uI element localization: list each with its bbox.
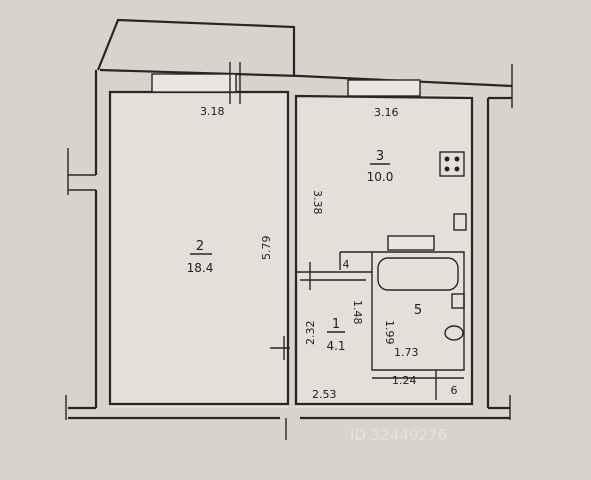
burner-3 <box>444 166 450 172</box>
stove-icon <box>439 151 465 177</box>
dim-hall-width: 2.53 <box>312 388 337 401</box>
room-2-floor <box>110 92 288 408</box>
dim-room2-length: 5.79 <box>260 236 273 261</box>
bathtub <box>377 257 459 291</box>
room-3-number: 3 <box>376 149 384 164</box>
dim-room3-depth: 3.38 <box>311 190 324 215</box>
dim-corridor-depth: 1.48 <box>351 300 364 325</box>
room-5-number: 5 <box>414 303 422 318</box>
room-6-number: 6 <box>451 384 458 397</box>
room-2-area: 18.4 <box>187 261 214 275</box>
dim-bath-width: 1.73 <box>394 346 419 359</box>
dim-room3-width: 3.16 <box>374 106 399 119</box>
window-room-3 <box>347 79 421 97</box>
room-4-number: 4 <box>343 258 350 271</box>
room-3-area: 10.0 <box>367 170 394 184</box>
dim-hall-length: 2.32 <box>304 321 317 346</box>
balcony-outline <box>96 18 296 76</box>
window-room-2 <box>151 73 237 93</box>
corridor-walls <box>339 251 372 270</box>
room-1-area: 4.1 <box>326 339 345 353</box>
dim-bath-depth: 1.99 <box>383 320 396 345</box>
dim-closet-width: 1.24 <box>392 374 417 387</box>
toilet-icon <box>444 325 464 341</box>
sink-kitchen-icon <box>453 213 467 231</box>
sink-bathroom-icon <box>451 293 465 309</box>
kitchen-counter <box>387 235 435 251</box>
burner-2 <box>454 156 460 162</box>
room-1-number: 1 <box>332 317 340 332</box>
watermark: ID 32449276 <box>350 426 447 444</box>
left-entry-marks <box>67 148 96 195</box>
burner-1 <box>444 156 450 162</box>
room-2-number: 2 <box>196 239 204 254</box>
burner-4 <box>454 166 460 172</box>
dim-room2-width: 3.18 <box>200 105 225 118</box>
bathroom-walls <box>296 251 465 371</box>
